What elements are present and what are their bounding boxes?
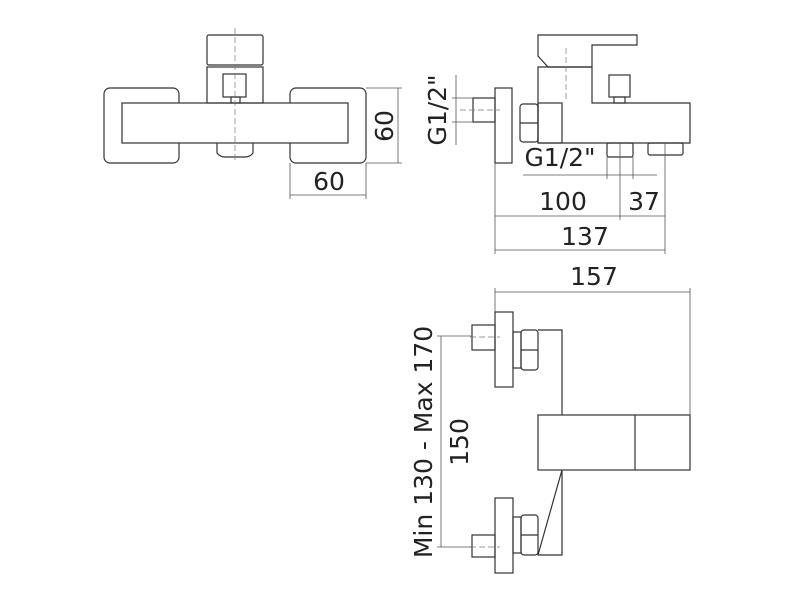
- upper-inlet-pipe: [471, 324, 496, 351]
- lower-rosette: [494, 497, 514, 574]
- diverter-stem: [230, 96, 241, 104]
- projection-label: 157: [570, 262, 618, 291]
- total-depth-label: 137: [561, 222, 609, 251]
- lower-inlet-pipe: [471, 534, 496, 558]
- front-height-label: 60: [370, 110, 399, 142]
- front-width-label: 60: [313, 167, 345, 196]
- diverter-knob: [222, 73, 247, 98]
- diverter-knob: [608, 74, 631, 98]
- inlet-thread-label: G1/2": [423, 74, 452, 145]
- inlet-spacing-label: 150: [445, 418, 474, 466]
- top-view: 157 Min 130 - Max 170 150: [409, 262, 691, 574]
- lever-handle: [537, 34, 638, 68]
- upper-rosette: [494, 311, 514, 388]
- spout-outlet: [647, 142, 684, 156]
- spout-distance-label: 37: [628, 187, 660, 216]
- connector: [537, 102, 563, 144]
- mixer-body: [537, 66, 691, 144]
- side-view: G1/2" G1/2" 100 37 137: [423, 34, 691, 254]
- mixer-body: [537, 414, 691, 471]
- inlet-range-label: Min 130 - Max 170: [409, 326, 438, 558]
- body-bar: [537, 329, 563, 556]
- front-view: 60 60: [103, 28, 402, 199]
- wall-rosette: [494, 87, 513, 164]
- outlet-thread-label: G1/2": [524, 143, 595, 172]
- outlet-distance-label: 100: [539, 187, 587, 216]
